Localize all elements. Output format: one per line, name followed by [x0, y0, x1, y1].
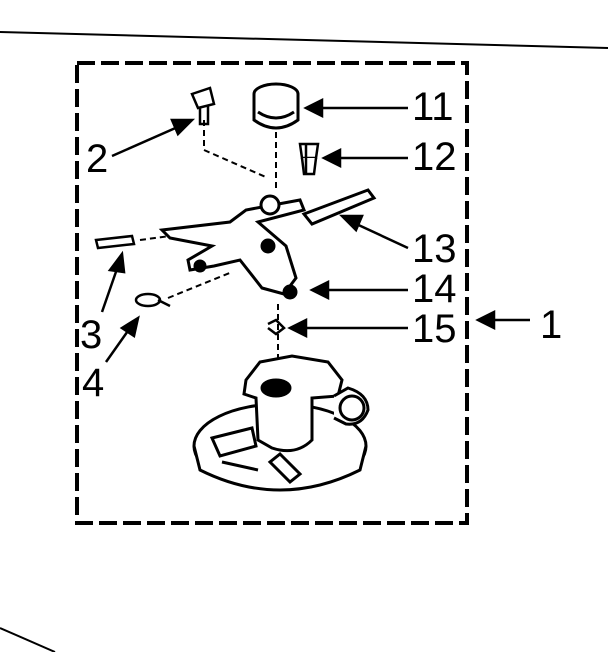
- leader-13: [351, 220, 409, 250]
- clip-part: [134, 292, 171, 308]
- guide-screw: [203, 120, 269, 179]
- arrowhead-3: [107, 250, 126, 274]
- page-top-edge: [0, 31, 608, 49]
- callout-1: 1: [540, 303, 562, 347]
- leader-arrows: [100, 97, 530, 363]
- arrowhead-2: [170, 118, 196, 137]
- callout-15: 15: [412, 307, 457, 351]
- spring-part: [267, 318, 286, 336]
- callout-14: 14: [412, 267, 457, 311]
- page-bottom-corner-edge: [0, 627, 56, 652]
- coupling-part: [298, 142, 320, 176]
- assembly-frame: [75, 61, 469, 525]
- leader-4: [104, 327, 132, 363]
- leader-3: [100, 265, 120, 313]
- arrowhead-1: [475, 309, 496, 331]
- cam-agitator-part: [158, 194, 307, 300]
- arrowhead-15: [287, 317, 308, 339]
- arrowhead-11: [303, 97, 324, 119]
- cap-part: [252, 82, 300, 130]
- arrowhead-14: [309, 279, 330, 301]
- callout-11: 11: [412, 85, 454, 129]
- callout-4: 4: [82, 361, 104, 405]
- callout-13: 13: [412, 227, 457, 271]
- arrowhead-13: [338, 214, 364, 233]
- callout-12: 12: [412, 135, 457, 179]
- pin-part: [94, 234, 136, 250]
- callout-2: 2: [86, 137, 108, 181]
- guide-clip: [167, 271, 233, 299]
- leader-2: [111, 124, 181, 158]
- callout-3: 3: [80, 313, 102, 357]
- arrowhead-12: [321, 147, 342, 169]
- base-hub-part: [192, 354, 370, 492]
- arm-part: [301, 188, 377, 226]
- arrowhead-4: [119, 315, 140, 339]
- screw-part: [190, 86, 216, 126]
